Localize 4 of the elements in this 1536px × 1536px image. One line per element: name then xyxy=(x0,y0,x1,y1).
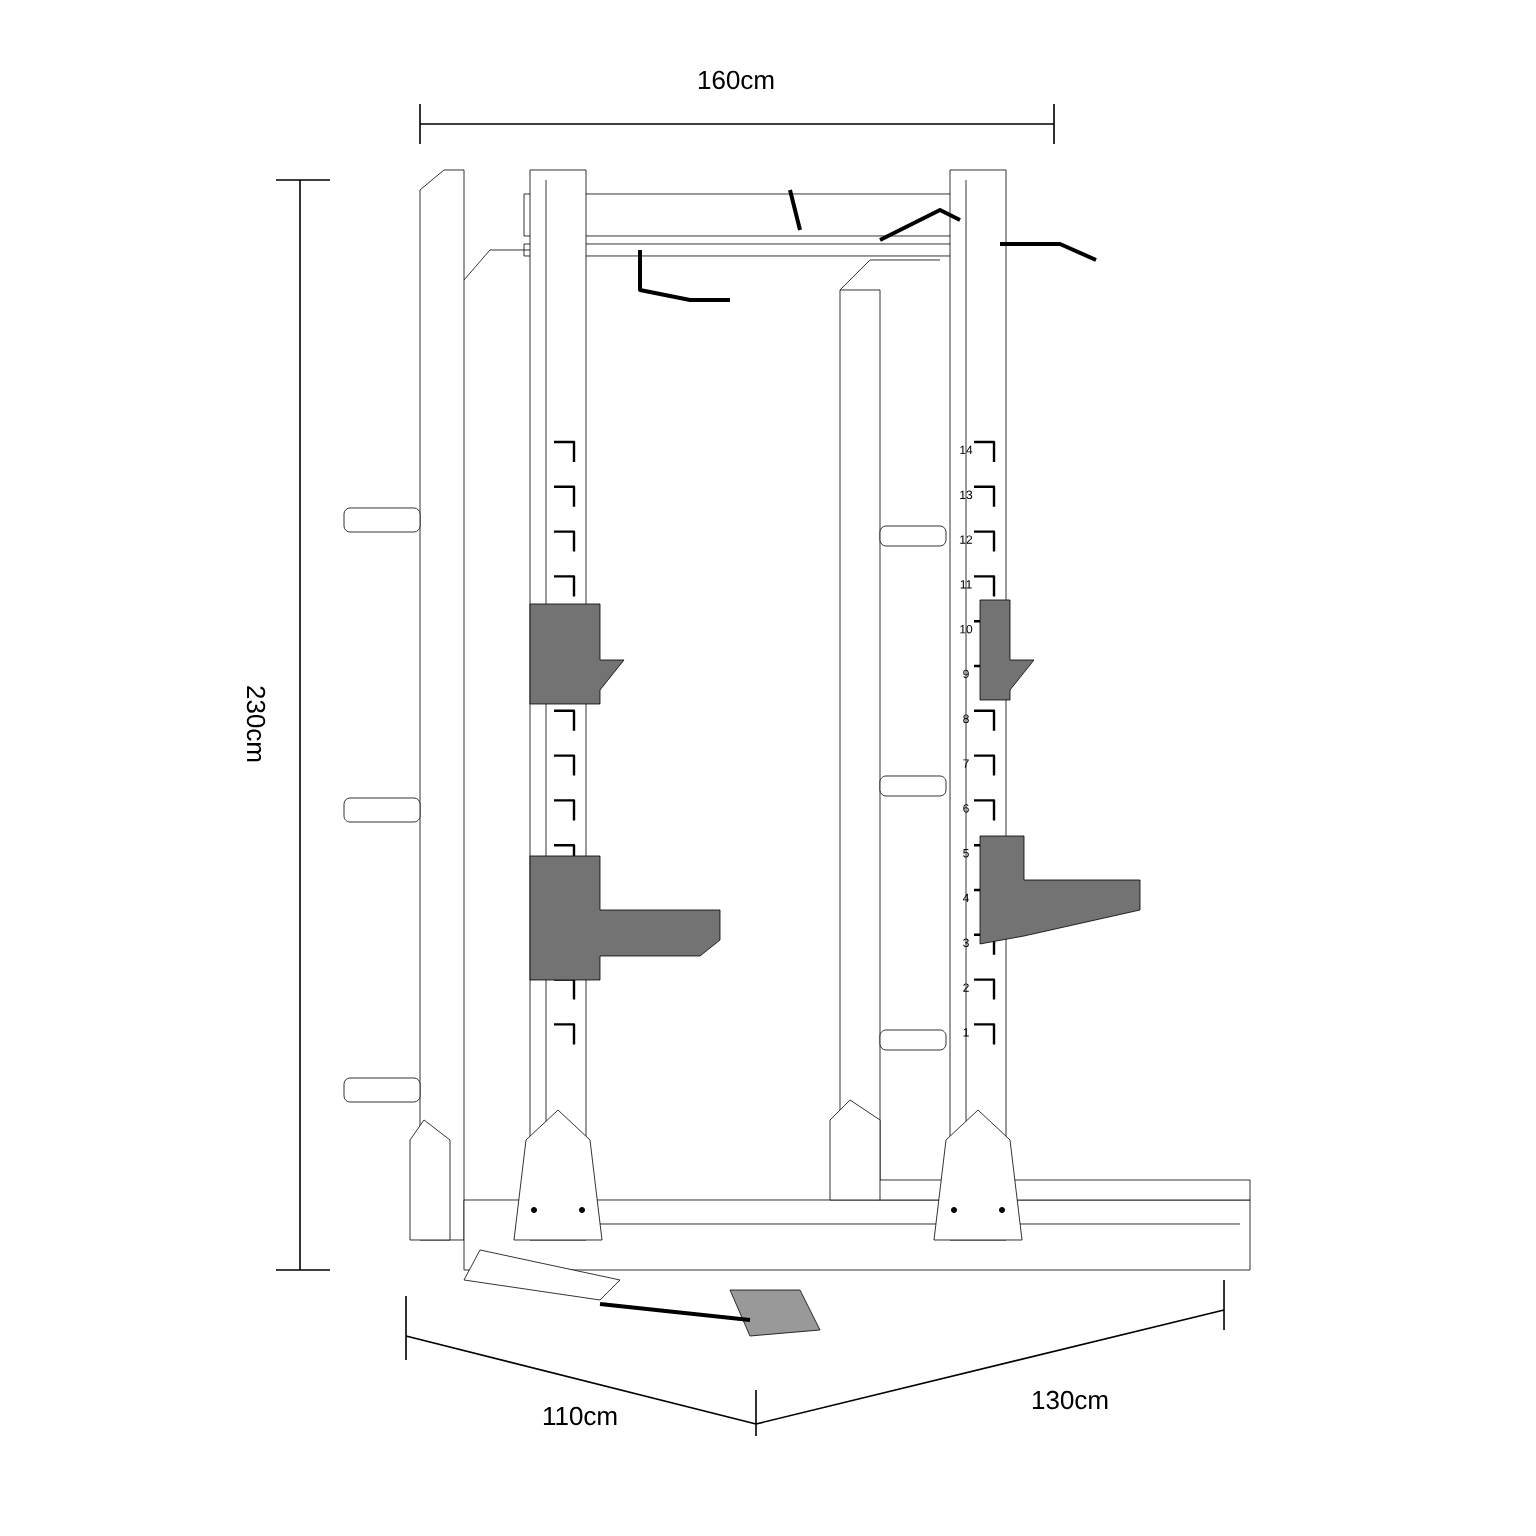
dimension-label: 160cm xyxy=(698,70,774,90)
dimension-label: 130cm xyxy=(1032,1390,1108,1410)
dimension-label: 110cm xyxy=(543,1406,617,1426)
dimension-label: 230cm xyxy=(246,686,266,762)
